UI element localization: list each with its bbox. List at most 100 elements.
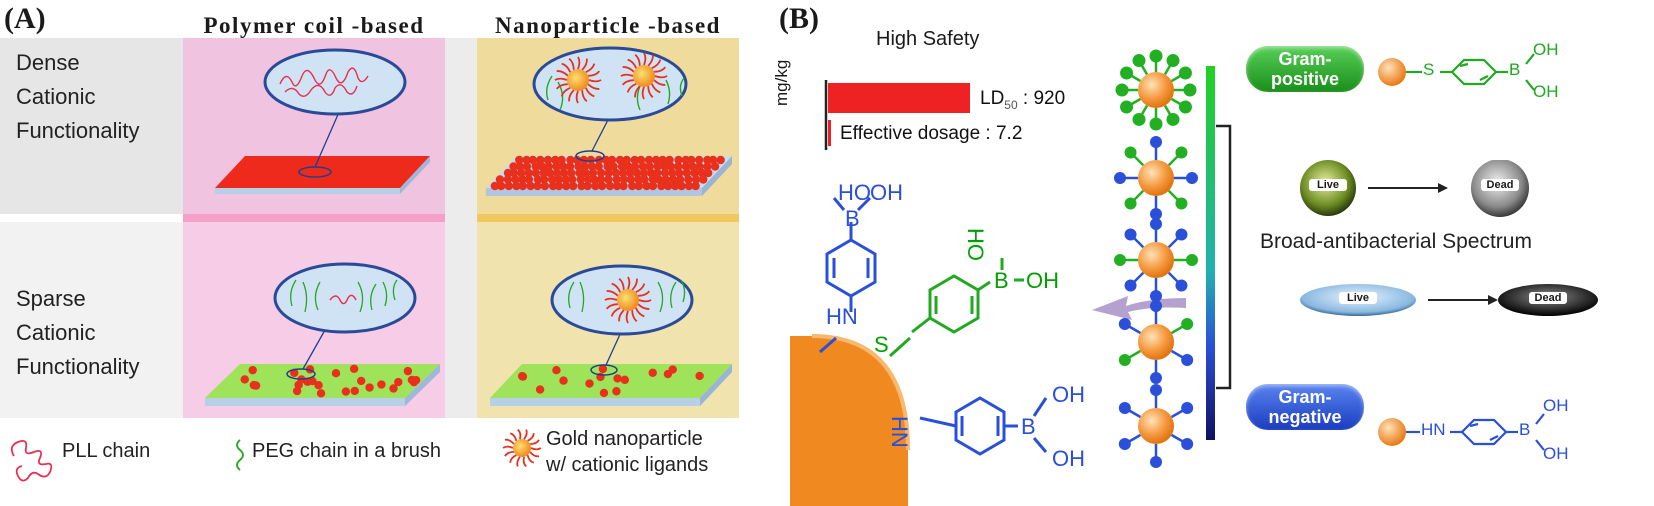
surface-dot <box>577 181 586 191</box>
nano-dense-slab <box>486 46 732 196</box>
surface-dot <box>596 168 606 178</box>
nanoparticle-series <box>1114 49 1215 468</box>
surface-dot <box>699 175 708 184</box>
surface-dot <box>587 162 597 171</box>
gradient-bar <box>1206 66 1215 440</box>
pos-ligand-b: B <box>1509 60 1521 79</box>
surface-dot <box>695 162 704 171</box>
pos-ligand-oh1: OH <box>1533 40 1559 59</box>
surface-dot <box>522 155 531 165</box>
panel-a-illustration <box>10 46 732 482</box>
surface-dot <box>561 175 570 184</box>
surface-dot <box>620 375 630 385</box>
surface-dot <box>490 181 500 191</box>
surface-dot <box>559 162 568 171</box>
row-label-line: Cationic <box>16 320 96 345</box>
surface-dot <box>512 181 521 191</box>
surface-dot <box>694 155 704 165</box>
bacteria-illustration <box>1300 160 1598 316</box>
neg-ligand-b: B <box>1519 420 1531 439</box>
surface-dot <box>604 175 613 184</box>
surface-dot <box>552 366 561 375</box>
surface-dot <box>622 155 631 165</box>
live-label-2: Live <box>1339 292 1377 304</box>
surface-dot <box>350 386 359 396</box>
gold-np <box>554 56 602 104</box>
surface-dot <box>609 162 618 171</box>
surface-dot <box>586 155 596 165</box>
gram-negative-badge: Gram-negative <box>1246 384 1364 430</box>
legend-gold-line: Gold nanoparticle <box>546 428 703 450</box>
chem-b-top: B <box>845 206 860 231</box>
neg-ligand-ring <box>1406 413 1545 451</box>
gram-positive-line: positive <box>1270 69 1340 89</box>
surface-dot <box>567 168 576 178</box>
surface-dot <box>687 155 696 165</box>
surface-dot <box>681 162 691 171</box>
chem-ho-green: HO <box>962 228 988 261</box>
surface-dot <box>663 181 673 191</box>
legend-pll: PLL chain <box>62 440 151 462</box>
surface-dot <box>524 168 533 178</box>
surface-dot <box>604 168 613 178</box>
surface-dot <box>666 162 676 171</box>
chem-s: S <box>874 332 889 357</box>
surface-dot <box>522 162 532 171</box>
surface-dot <box>566 155 575 165</box>
surface-dot <box>619 175 628 184</box>
surface-dot <box>658 155 667 165</box>
np-variant <box>1118 384 1194 468</box>
green-phenyl-ring <box>888 258 1024 358</box>
surface-dot <box>559 376 568 385</box>
surface-dot <box>691 181 700 191</box>
surface-dot <box>605 181 615 191</box>
chem-hn: HN <box>826 304 858 329</box>
surface-dot <box>619 181 628 191</box>
chem-oh-b1: OH <box>1052 382 1085 407</box>
dead-label-1: Dead <box>1481 179 1519 191</box>
surface-dot <box>684 181 694 191</box>
safety-bar-chart <box>824 80 970 150</box>
surface-dot <box>356 376 366 386</box>
top-phenyl-ring <box>819 196 877 354</box>
dead-label-2: Dead <box>1529 292 1567 304</box>
chem-ho-green-text: HO <box>963 228 988 261</box>
surface-dot <box>703 168 713 178</box>
surface-dot <box>517 168 526 178</box>
ld-prefix: LD <box>980 88 1005 109</box>
col-head-polymer: Polymer coil -based <box>203 13 425 38</box>
surface-dot <box>624 162 633 171</box>
chemical-structure <box>790 196 1048 506</box>
np-variant <box>1114 136 1198 220</box>
surface-dot <box>248 365 257 375</box>
row1-label-bg <box>0 38 183 214</box>
surface-dot <box>589 175 599 184</box>
surface-dot <box>661 175 670 184</box>
surface-dot <box>565 162 575 171</box>
neg-ligand-oh1: OH <box>1543 396 1569 415</box>
surface-dot <box>389 384 398 393</box>
surface-dot <box>615 155 625 165</box>
spectrum-label: Broad-antibacterial Spectrum <box>1260 230 1532 253</box>
surface-dot <box>559 168 569 178</box>
surface-dot <box>518 175 527 184</box>
surface-dot <box>495 175 505 184</box>
surface-dot <box>674 155 683 165</box>
surface-dot <box>598 364 608 374</box>
surface-dot <box>636 155 646 165</box>
surface-dot <box>674 162 683 171</box>
gram-positive-badge: Gram-positive <box>1246 46 1364 92</box>
panel-a-letter: (A) <box>4 2 46 35</box>
surface-dot <box>365 383 374 392</box>
surface-dot <box>670 181 680 191</box>
surface-dot <box>496 181 506 191</box>
col-head-nano: Nanoparticle -based <box>495 13 721 38</box>
ld50-label: LD50 : 920 <box>980 88 1065 112</box>
surface-dot <box>648 368 657 377</box>
chem-b-green: B <box>994 268 1009 293</box>
row-label-line: Functionality <box>16 354 140 379</box>
surface-dot <box>682 168 692 178</box>
surface-dot <box>630 155 639 165</box>
surface-dot <box>331 369 341 378</box>
